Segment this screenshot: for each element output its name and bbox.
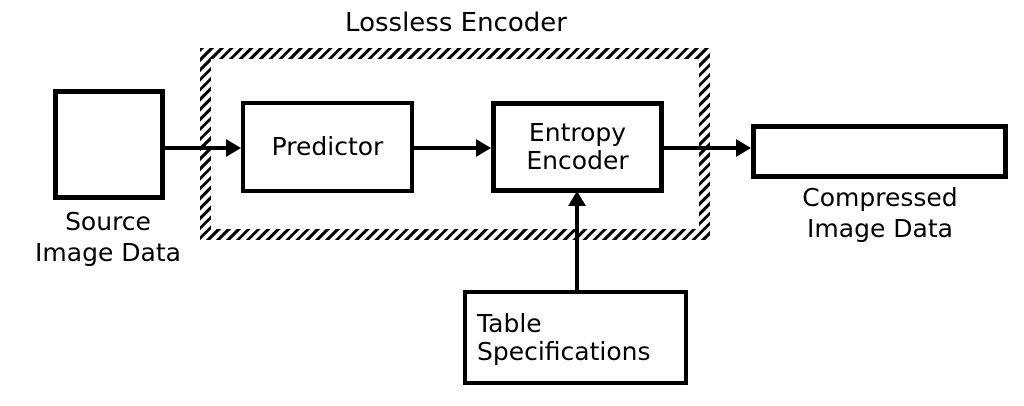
table-specifications-box[interactable]: Table Specifications xyxy=(463,290,688,385)
arrow-predictor-to-entropy-line xyxy=(414,146,476,150)
compressed-image-data-box[interactable] xyxy=(751,124,1008,179)
arrow-source-to-predictor-line xyxy=(165,146,229,150)
arrow-entropy-to-compressed-line xyxy=(664,146,737,150)
source-image-data-label: Source Image Data xyxy=(35,207,181,267)
arrow-predictor-to-entropy-head xyxy=(476,139,491,157)
predictor-box[interactable]: Predictor xyxy=(241,101,414,193)
entropy-encoder-box[interactable]: Entropy Encoder xyxy=(491,101,664,193)
compressed-image-data-label: Compressed Image Data xyxy=(802,183,958,243)
arrow-table-to-entropy-line xyxy=(575,205,579,291)
arrow-entropy-to-compressed-head xyxy=(736,139,751,157)
arrow-table-to-entropy-head xyxy=(568,191,586,206)
arrow-source-to-predictor-head xyxy=(226,139,241,157)
source-image-data-box[interactable] xyxy=(53,89,165,200)
lossless-encoder-title: Lossless Encoder xyxy=(345,8,567,38)
